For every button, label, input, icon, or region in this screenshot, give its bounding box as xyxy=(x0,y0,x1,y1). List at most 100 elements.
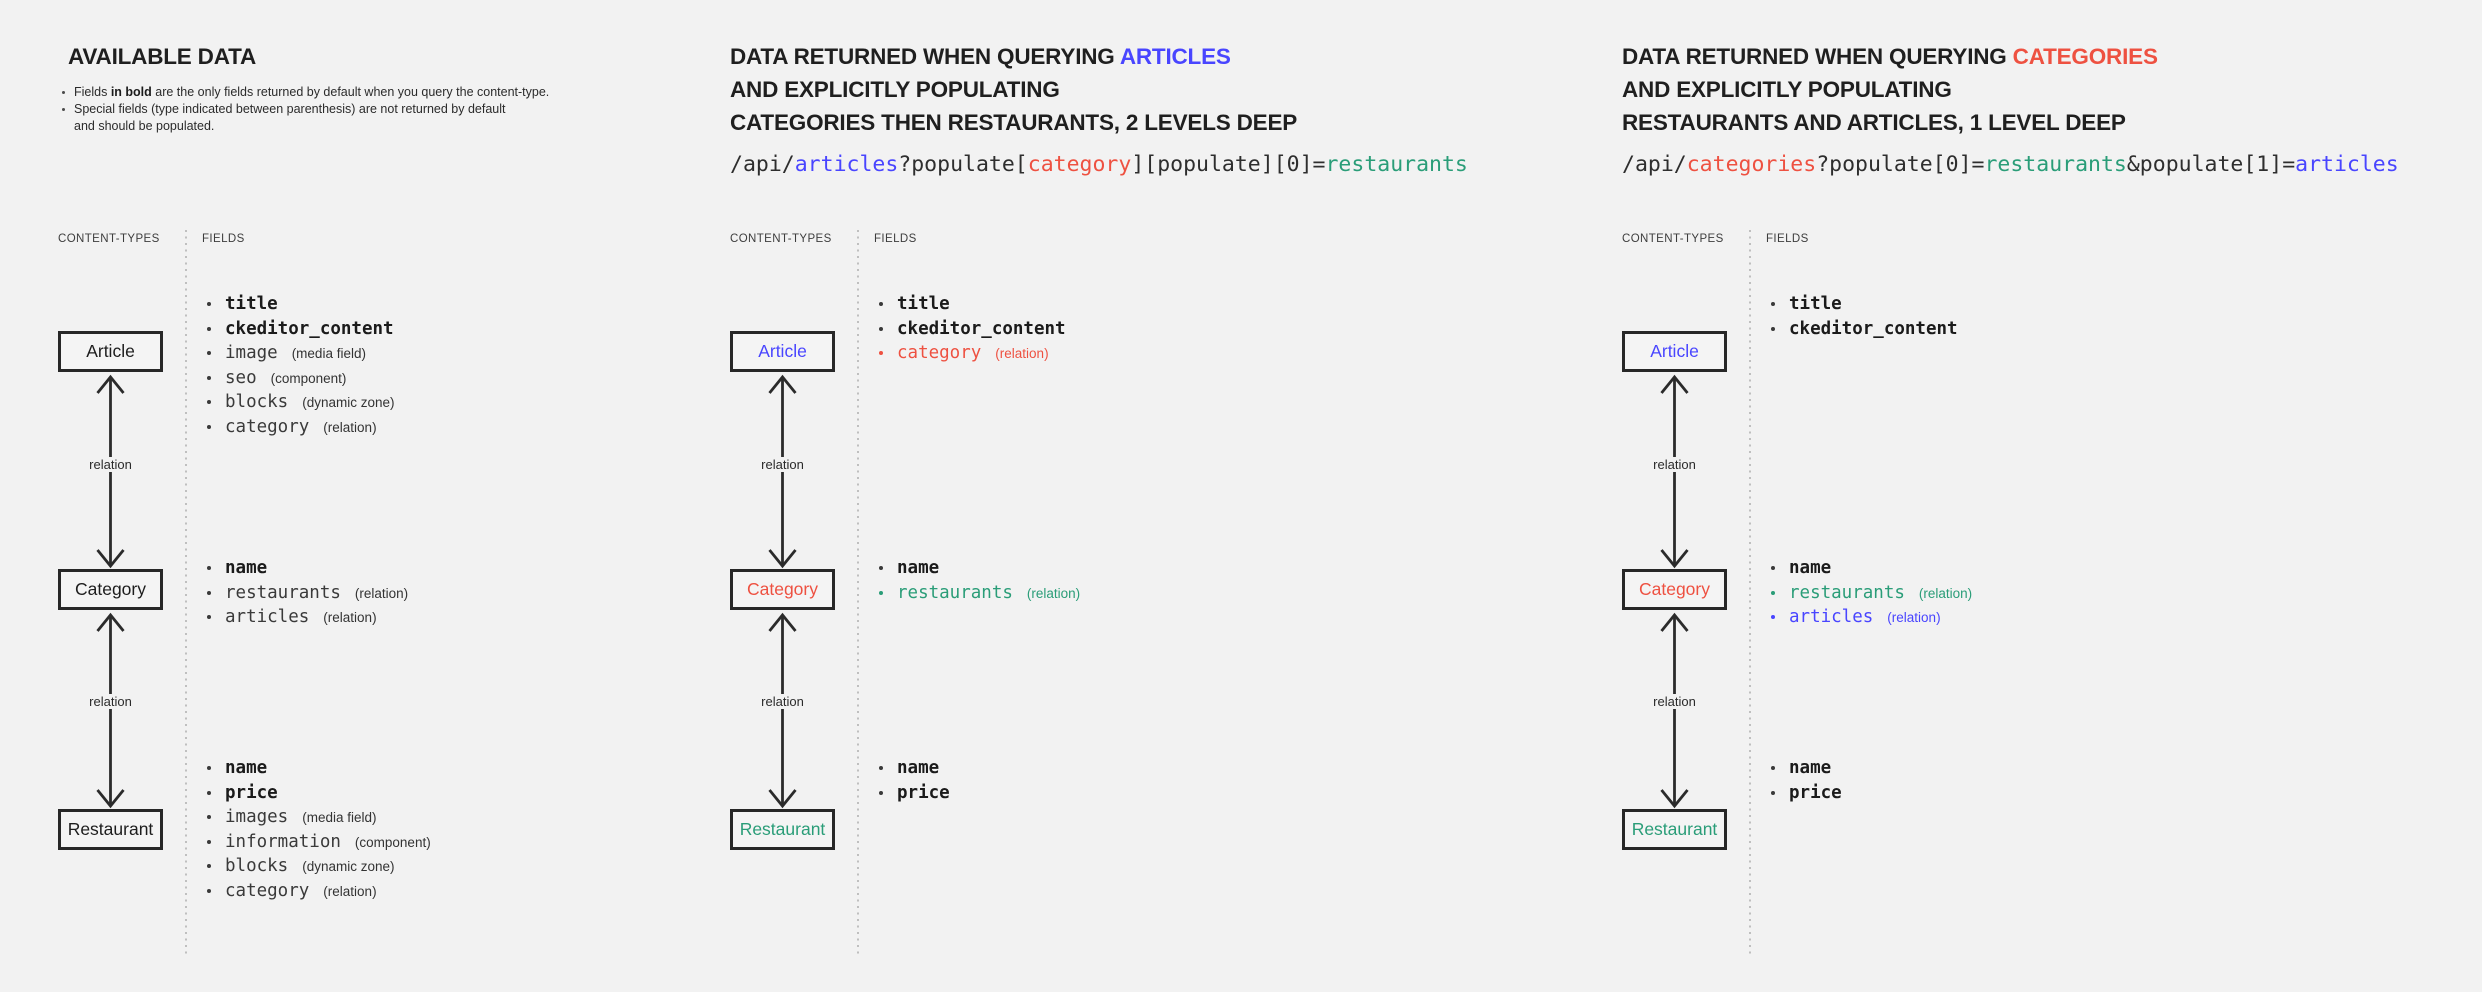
title-accent-articles: ARTICLES xyxy=(1119,44,1231,69)
field-row: name xyxy=(1771,756,1856,781)
box-label: Category xyxy=(74,579,146,599)
content-type-box-restaurant: Restaurant xyxy=(58,809,163,850)
panel-available-data: AVAILABLE DATA Fields in bold are the on… xyxy=(58,0,718,992)
panel-title: DATA RETURNED WHEN QUERYING CATEGORIES A… xyxy=(1622,40,2158,139)
restaurant-fields-list: name price xyxy=(879,756,964,805)
field-name: restaurants xyxy=(225,582,341,603)
box-label: Article xyxy=(1650,341,1699,361)
notes-list: Fields in bold are the only fields retur… xyxy=(62,84,662,135)
field-type: (media field) xyxy=(302,810,377,825)
field-name: title xyxy=(1789,294,1842,314)
relation-label: relation xyxy=(58,457,163,472)
field-type: (relation) xyxy=(1026,585,1081,601)
field-row: restaurants(relation) xyxy=(1771,581,1972,606)
field-row: price xyxy=(879,781,964,806)
content-type-box-restaurant: Restaurant xyxy=(730,809,835,850)
bullet-icon xyxy=(207,375,211,380)
field-name: ckeditor_content xyxy=(897,318,1066,339)
field-name: title xyxy=(225,294,278,314)
box-label: Restaurant xyxy=(1631,819,1718,839)
relation-label: relation xyxy=(58,694,163,709)
field-row: ckeditor_content xyxy=(879,317,1080,342)
panel-query-categories: DATA RETURNED WHEN QUERYING CATEGORIES A… xyxy=(1622,0,2482,992)
field-row: blocks (dynamic zone) xyxy=(207,390,408,415)
fields-header: FIELDS xyxy=(202,233,245,245)
fields-header: FIELDS xyxy=(1766,233,1809,245)
relation-arrow-icon xyxy=(96,612,125,809)
field-type: (dynamic zone) xyxy=(302,395,395,410)
restaurant-fields-list: name price xyxy=(1771,756,1856,805)
bullet-icon xyxy=(1771,302,1775,307)
field-name: price xyxy=(1789,782,1842,803)
panel-query-articles: DATA RETURNED WHEN QUERYING ARTICLES AND… xyxy=(730,0,1590,992)
bullet-icon xyxy=(207,302,211,307)
field-name: blocks xyxy=(225,392,289,412)
content-type-box-category: Category xyxy=(58,569,163,610)
field-name: category xyxy=(897,343,982,363)
panel-title-line: CATEGORIES THEN RESTAURANTS, 2 LEVELS DE… xyxy=(730,110,1298,135)
bullet-icon xyxy=(1771,790,1775,795)
field-name: name xyxy=(1789,758,1832,778)
panel-title-line: DATA RETURNED WHEN QUERYING ARTICLES xyxy=(730,44,1231,69)
column-separator xyxy=(185,230,187,957)
box-label: Article xyxy=(758,341,807,361)
content-type-box-article: Article xyxy=(1622,331,1727,372)
note-text: Special fields (type indicated between p… xyxy=(74,102,506,133)
box-label: Category xyxy=(746,579,818,599)
bullet-icon xyxy=(879,566,883,571)
field-name: blocks xyxy=(225,856,289,876)
panel-title-text: AVAILABLE DATA xyxy=(68,44,257,69)
panel-title-line: AND EXPLICITLY POPULATING xyxy=(1622,77,1952,102)
field-row: ckeditor_content xyxy=(1771,317,1972,342)
bullet-icon xyxy=(207,424,211,429)
article-fields-list: title ckeditor_content xyxy=(1771,292,1972,341)
field-row: images (media field) xyxy=(207,805,431,830)
field-name: category xyxy=(225,880,310,901)
title-accent-categories: CATEGORIES xyxy=(2012,44,2158,69)
field-row: information(component) xyxy=(207,830,431,855)
field-name: images xyxy=(225,807,289,827)
field-name: ckeditor_content xyxy=(225,318,394,339)
field-row: ckeditor_content xyxy=(207,317,408,342)
relation-label: relation xyxy=(730,457,835,472)
field-name: name xyxy=(897,558,940,578)
bullet-icon xyxy=(62,91,65,94)
box-label: Restaurant xyxy=(67,819,154,839)
field-type: (relation) xyxy=(1887,610,1941,625)
field-row: articles(relation) xyxy=(207,605,408,630)
relation-label: relation xyxy=(1622,694,1727,709)
field-name: seo xyxy=(225,367,257,388)
column-separator xyxy=(1749,230,1751,957)
field-row: price xyxy=(207,781,431,806)
field-row: name xyxy=(207,756,431,781)
bullet-icon xyxy=(207,590,211,595)
relation-label: relation xyxy=(1622,457,1727,472)
field-row: restaurants (relation) xyxy=(879,581,1080,606)
bullet-icon xyxy=(1771,766,1775,771)
article-fields-list: title ckeditor_content image(media field… xyxy=(207,292,408,439)
field-row: name xyxy=(1771,556,1972,581)
content-type-box-article: Article xyxy=(730,331,835,372)
panel-title-line: RESTAURANTS AND ARTICLES, 1 LEVEL DEEP xyxy=(1622,110,2126,135)
box-label: Category xyxy=(1638,579,1710,599)
bullet-icon xyxy=(1771,566,1775,571)
panel-title: AVAILABLE DATA xyxy=(68,40,256,73)
field-type: (relation) xyxy=(1918,585,1973,601)
bullet-icon xyxy=(207,400,211,405)
content-type-box-article: Article xyxy=(58,331,163,372)
bullet-icon xyxy=(1771,590,1775,595)
field-name: restaurants xyxy=(897,582,1013,603)
category-fields-list: name restaurants(relation) articles(rela… xyxy=(207,556,408,630)
bullet-icon xyxy=(207,888,211,893)
column-separator xyxy=(857,230,859,957)
bullet-icon xyxy=(207,839,211,844)
field-name: price xyxy=(225,782,278,803)
field-name: articles xyxy=(1789,607,1874,627)
bullet-icon xyxy=(207,790,211,795)
bullet-icon xyxy=(879,351,883,356)
field-row: price xyxy=(1771,781,1856,806)
fields-header: FIELDS xyxy=(874,233,917,245)
field-name: name xyxy=(1789,558,1832,578)
note-text: Fields in bold are the only fields retur… xyxy=(74,85,550,99)
category-fields-list: name restaurants (relation) xyxy=(879,556,1080,605)
